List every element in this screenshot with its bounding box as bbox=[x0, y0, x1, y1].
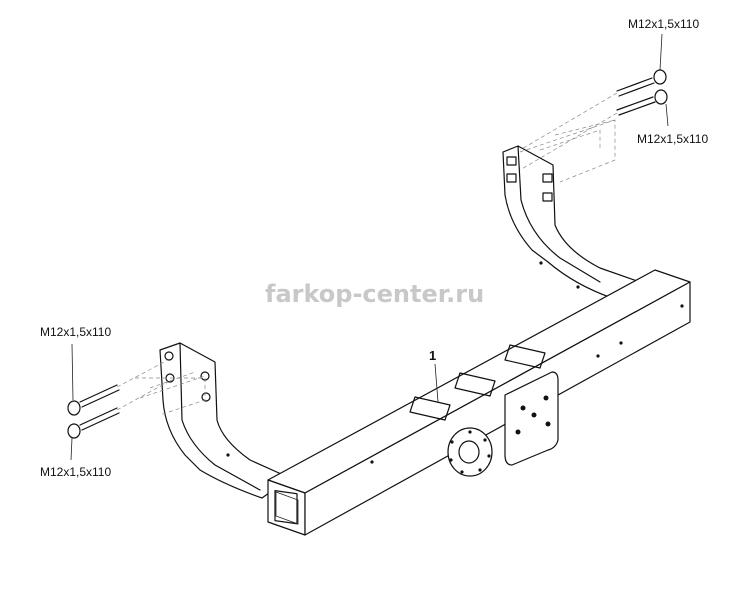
right-bolt-bottom bbox=[519, 89, 668, 171]
socket-ring bbox=[447, 427, 493, 477]
tow-ball-plate bbox=[504, 371, 559, 466]
right-bracket-nuts bbox=[506, 156, 553, 202]
part-number-label: 1 bbox=[429, 348, 436, 363]
left-mounting-bracket bbox=[159, 342, 291, 499]
left-bolt-top bbox=[67, 359, 169, 416]
main-crossbar bbox=[267, 269, 691, 536]
bolt-label-left-top: M12x1,5x110 bbox=[40, 325, 111, 339]
callout-left-top: M12x1,5x110 bbox=[40, 325, 111, 401]
left-bolt-bottom bbox=[67, 381, 169, 439]
callout-right-top: M12x1,5x110 bbox=[628, 17, 699, 71]
watermark-text: farkop-center.ru bbox=[265, 280, 484, 308]
bolt-label-left-bottom: M12x1,5x110 bbox=[40, 465, 111, 479]
callout-part-1: 1 bbox=[429, 348, 439, 403]
bolt-label-right-bottom: M12x1,5x110 bbox=[637, 132, 708, 146]
callout-left-bottom: M12x1,5x110 bbox=[40, 437, 111, 479]
bolt-label-right-top: M12x1,5x110 bbox=[628, 17, 699, 31]
left-bolt-guides bbox=[135, 371, 206, 416]
callout-right-bottom: M12x1,5x110 bbox=[637, 103, 708, 146]
right-bolt-top bbox=[519, 69, 667, 151]
right-mounting-bracket bbox=[502, 145, 641, 299]
right-bolt-guides bbox=[519, 119, 616, 183]
